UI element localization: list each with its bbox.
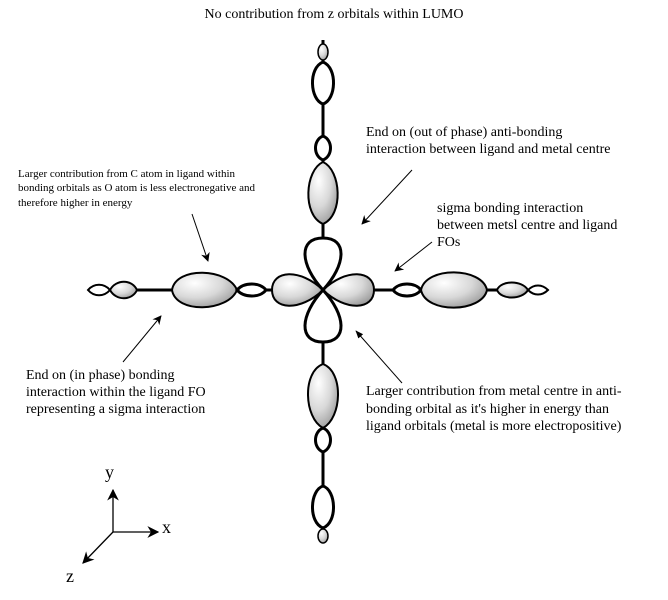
annotation-metal-contribution: Larger contribution from metal centre in… <box>366 384 622 434</box>
axis-x-label: x <box>162 517 171 537</box>
annotation-sigma-bonding: sigma bonding interaction between metsl … <box>437 201 618 251</box>
annotation-end-on-antibonding: End on (out of phase) anti-bonding inter… <box>366 125 611 158</box>
right-ligand-small-loop <box>526 284 550 296</box>
arrow-carbon-contribution <box>191 213 210 262</box>
metal-d-orbital <box>270 236 376 344</box>
ligand-left <box>86 271 268 309</box>
bottom-ligand-outer-lobe <box>311 484 335 530</box>
bottom-ligand-oxygen-small-lobe <box>317 528 329 544</box>
right-ligand-large-lobe <box>419 271 489 309</box>
annotation-arrows <box>122 169 433 384</box>
metal-lobe-left <box>270 273 325 307</box>
arrow-end-on-antibonding <box>361 169 413 225</box>
axis-z-arrow <box>82 531 114 564</box>
ligand-right <box>391 271 550 309</box>
top-ligand-outer-lobe <box>311 60 335 106</box>
left-ligand-loop <box>235 282 268 298</box>
top-ligand-loop <box>314 134 332 162</box>
left-ligand-small-loop <box>86 283 112 297</box>
annotation-carbon-contribution: Larger contribution from C atom in ligan… <box>18 168 256 209</box>
arrow-metal-contribution <box>355 330 403 384</box>
right-ligand-loop <box>391 282 423 298</box>
arrow-end-on-bonding <box>122 315 162 363</box>
ligand-bottom <box>307 362 339 544</box>
annotation-end-on-bonding: End on (in phase) bonding interaction wi… <box>26 368 206 418</box>
left-ligand-large-lobe <box>170 271 239 309</box>
metal-lobe-top <box>303 236 343 293</box>
axis-z-label: z <box>66 566 74 586</box>
top-ligand-large-lobe <box>307 160 339 226</box>
right-ligand-outer-lobe <box>495 281 530 299</box>
bottom-ligand-loop <box>314 426 332 454</box>
ligand-top <box>307 43 339 226</box>
bottom-ligand-large-lobe <box>307 362 339 430</box>
top-ligand-oxygen-small-lobe <box>317 43 329 61</box>
diagram-title: No contribution from z orbitals within L… <box>204 7 464 22</box>
metal-lobe-right <box>321 273 376 307</box>
axis-y-label: y <box>105 462 114 482</box>
arrow-sigma-bonding <box>394 241 433 272</box>
left-ligand-outer-lobe <box>108 280 139 300</box>
metal-lobe-bottom <box>303 287 343 344</box>
coordinate-axes <box>82 488 160 564</box>
